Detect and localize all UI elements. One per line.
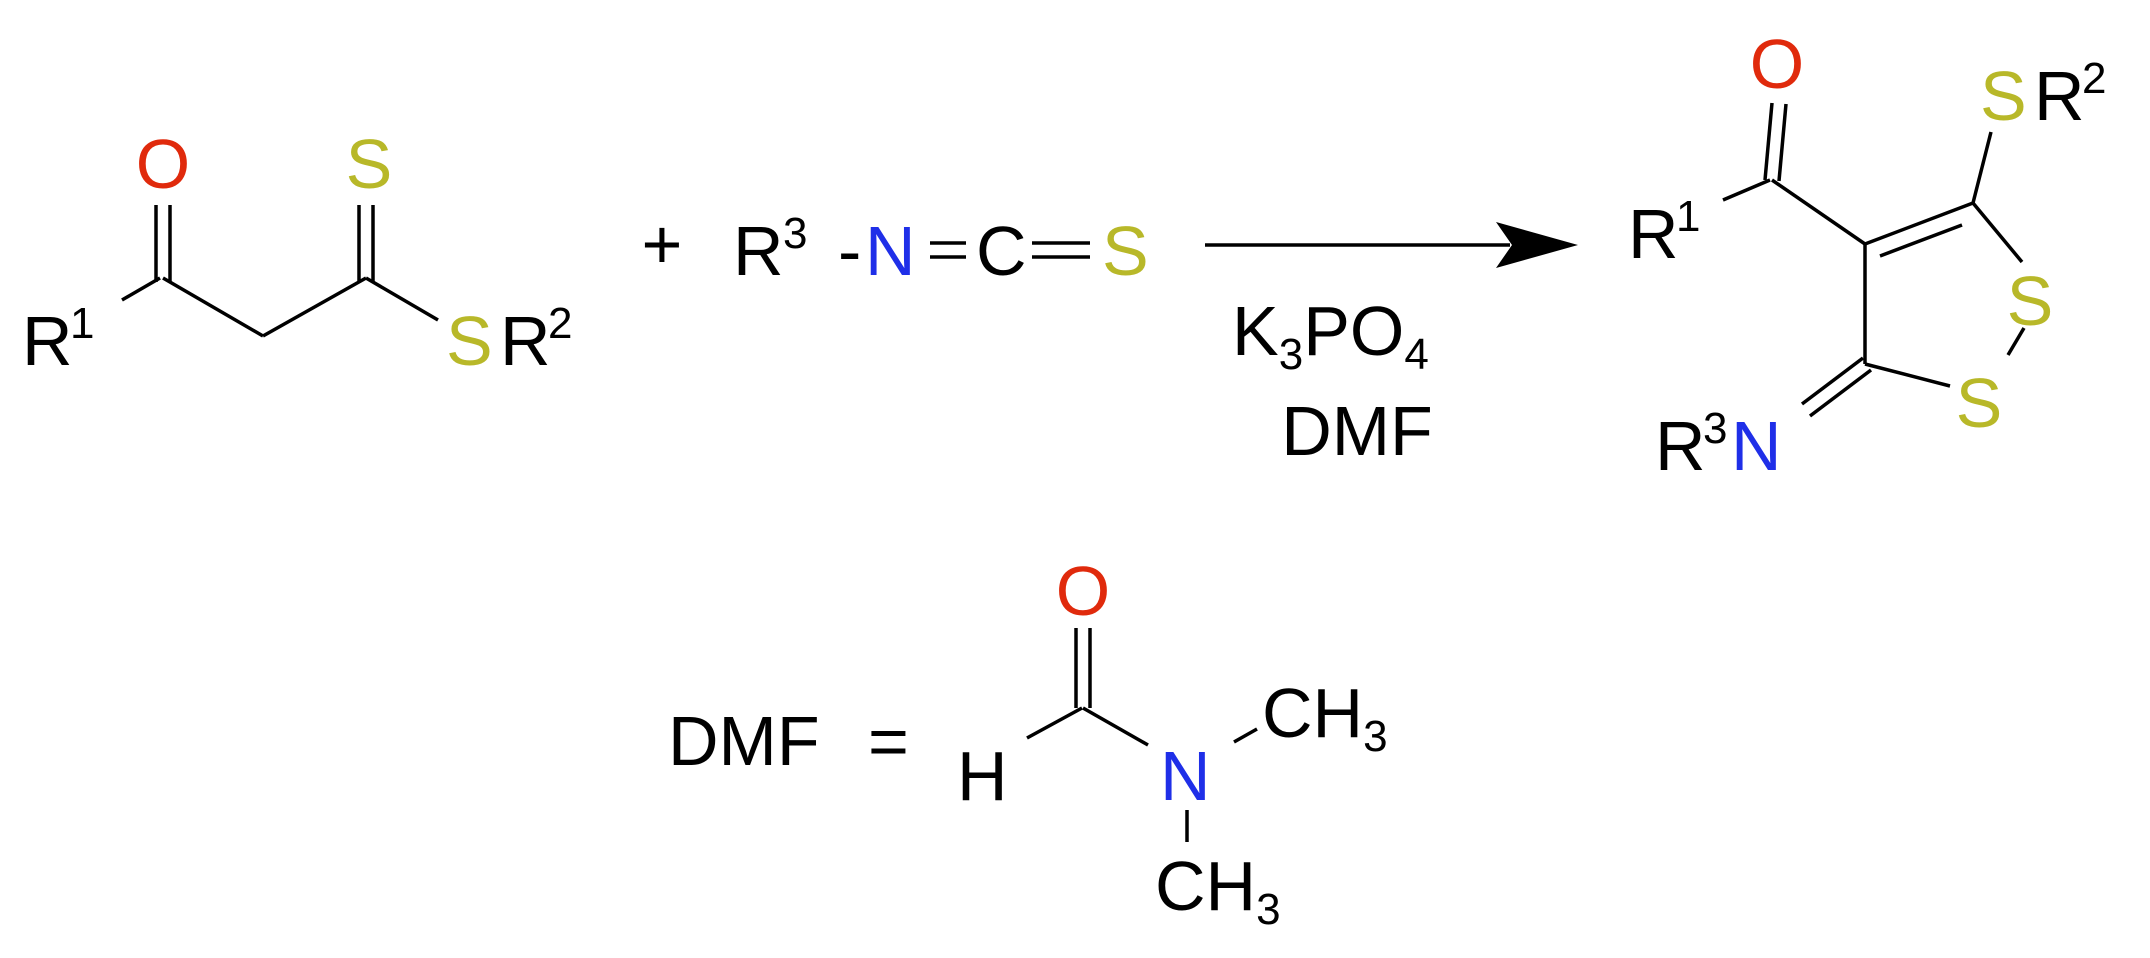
- bond-c5-s1: [1971, 201, 2024, 264]
- atom-oxygen: O: [1750, 25, 1804, 103]
- methyl-upper: CH3: [1262, 674, 1388, 761]
- reagent-solvent: DMF: [1281, 392, 1433, 470]
- arrow-head: [1496, 222, 1578, 268]
- label-r3: R: [1655, 407, 1706, 485]
- reactant-isothiocyanate: R 3 - N C S: [733, 209, 1149, 290]
- superscript-r2: 2: [2082, 54, 2106, 103]
- bond-r1-carbonyl: [1722, 178, 1771, 202]
- methyl-lower-subscript: 3: [1256, 885, 1280, 934]
- bond-c3-n-outer: [1800, 356, 1865, 406]
- bond-c4-c5: [1864, 201, 1974, 246]
- methyl-lower-ch: CH: [1155, 847, 1256, 925]
- reagent-phosphorus: P: [1303, 292, 1350, 370]
- atom-oxygen: O: [1056, 552, 1110, 630]
- subscript-three: 3: [1279, 330, 1303, 379]
- dmf-definition: DMF = H O N CH3 CH3: [668, 552, 1388, 934]
- bond-ch2-c3: [262, 276, 367, 338]
- subscript-four: 4: [1404, 330, 1428, 379]
- atom-substituent-sulfur: S: [1980, 57, 2027, 135]
- superscript-r2: 2: [548, 299, 572, 348]
- methyl-upper-subscript: 3: [1363, 712, 1387, 761]
- bond-c5-s-sub: [1971, 131, 1993, 204]
- bond-c4-c5-inner: [1879, 223, 1963, 258]
- bond-h-c: [1026, 706, 1083, 740]
- bond-r1-c1: [121, 276, 161, 302]
- atom-thioester-sulfur: S: [446, 302, 493, 380]
- label-r3: R: [733, 212, 784, 290]
- bond-c3-n-inner: [1808, 368, 1873, 418]
- bond-s2-c3: [1864, 362, 1951, 388]
- superscript-r3: 3: [1703, 404, 1727, 453]
- bond-carbonyl-c4: [1771, 178, 1866, 246]
- reactant-ketodithioester: O S R 1 S R 2: [22, 125, 572, 380]
- atom-imine-nitrogen: N: [1731, 407, 1782, 485]
- superscript-r3: 3: [783, 209, 807, 258]
- reagent-potassium: K: [1232, 292, 1279, 370]
- legend-term: DMF: [668, 702, 820, 780]
- reagent-base: K3PO4: [1232, 292, 1429, 379]
- bond-c1-ch2: [162, 276, 264, 338]
- label-r1: R: [1628, 195, 1679, 273]
- bond-s1-s2: [2006, 327, 2026, 356]
- superscript-r1: 1: [70, 299, 94, 348]
- superscript-r1: 1: [1676, 192, 1700, 241]
- atom-ring-sulfur-1: S: [2007, 262, 2054, 340]
- hyphen: -: [838, 212, 861, 290]
- product-dithiole: O R 1 S R 2 S S R 3 N: [1628, 25, 2106, 485]
- bond-carbonyl-o-left: [1763, 102, 1774, 181]
- reagent-oxygen: O: [1350, 292, 1404, 370]
- bond-n-ch3-upper: [1233, 727, 1258, 744]
- bond-c-n: [1082, 706, 1149, 747]
- atom-carbon: C: [976, 212, 1027, 290]
- methyl-upper-ch: CH: [1262, 674, 1363, 752]
- plus-sign: +: [642, 205, 683, 283]
- bond-c3-s: [365, 276, 439, 322]
- reaction-arrow: [1205, 222, 1578, 268]
- label-r1: R: [22, 302, 73, 380]
- atom-nitrogen: N: [1160, 737, 1211, 815]
- atom-nitrogen: N: [865, 212, 916, 290]
- atom-ring-sulfur-2: S: [1956, 364, 2003, 442]
- atom-oxygen: O: [136, 125, 190, 203]
- atom-sulfur: S: [1102, 212, 1149, 290]
- reaction-conditions: K3PO4 DMF: [1232, 292, 1433, 470]
- atom-hydrogen: H: [957, 737, 1008, 815]
- legend-equals: =: [868, 702, 909, 780]
- methyl-lower: CH3: [1155, 847, 1281, 934]
- atom-thione-sulfur: S: [346, 125, 393, 203]
- label-r2: R: [2034, 57, 2085, 135]
- label-r2: R: [500, 302, 551, 380]
- bond-carbonyl-o-right: [1777, 103, 1788, 182]
